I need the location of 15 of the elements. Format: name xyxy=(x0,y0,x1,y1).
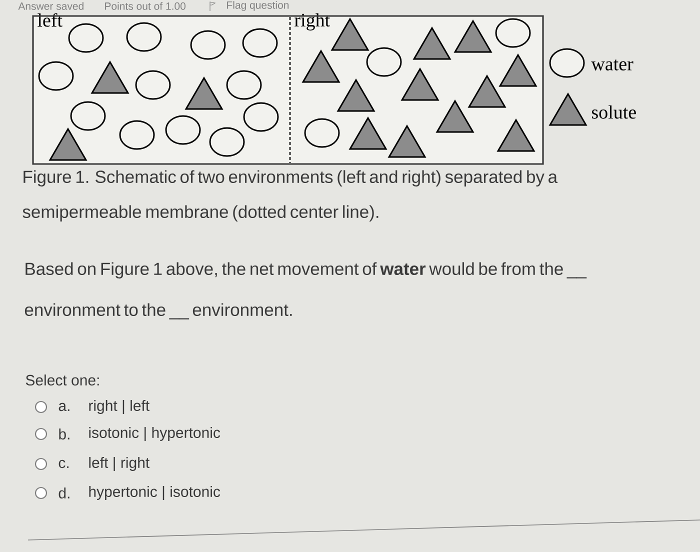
figure-caption: Figure 1. Schematic of two environments (left and right) separated by a semipermeable membrane (dotted center line). xyxy=(22,170,558,222)
option-letter: d. xyxy=(58,488,70,498)
option-text: isotonic | hypertonic xyxy=(89,426,220,442)
option-text: hypertonic | isotonic xyxy=(89,486,220,500)
option-letter: b. xyxy=(59,428,70,440)
status-text: Answer saved xyxy=(18,2,84,10)
question-text: Based on Figure 1 above, the net movement of water would be from the __ environment to the __ environment. xyxy=(24,262,587,320)
option-letter: a. xyxy=(58,402,70,412)
option-text: right | left xyxy=(89,400,150,414)
option-text: left | right xyxy=(89,456,150,472)
legend-label: solute xyxy=(592,105,636,119)
prompt-text: Select one: xyxy=(26,374,99,386)
option-letter: c. xyxy=(58,460,68,468)
flag-link: Flag question xyxy=(227,1,289,11)
legend-label: water xyxy=(591,60,634,70)
